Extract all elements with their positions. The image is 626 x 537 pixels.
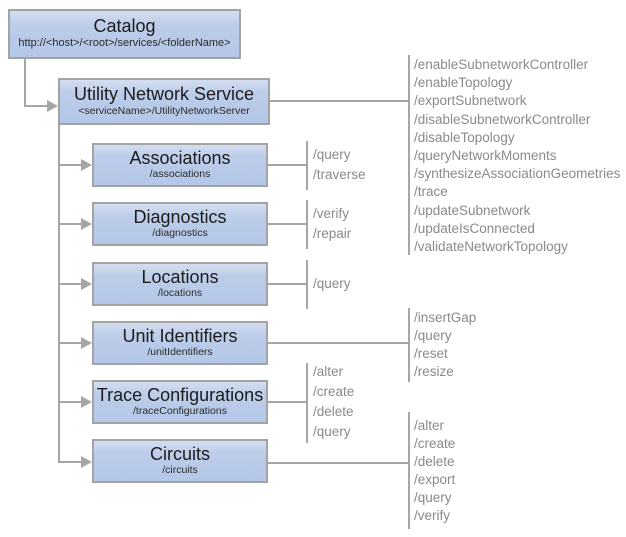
connector-diagnostics-ops: [268, 223, 307, 225]
operation-label: /delete: [313, 404, 354, 419]
diagnostics-ops-bar: [306, 200, 308, 249]
operation-label: /query: [414, 490, 452, 505]
utility-network-service-node: Utility Network Service <serviceName>/Ut…: [58, 78, 270, 125]
connector-catalog-drop: [24, 59, 26, 107]
operation-label: /alter: [414, 418, 445, 433]
operation-label: /enableTopology: [414, 75, 513, 91]
operation-label: /resize: [414, 364, 454, 379]
trace-configurations-operations-list: /alter/create/delete/query: [313, 362, 354, 442]
operation-label: /delete: [414, 454, 455, 469]
unit-identifiers-operations-list: /insertGap/query/reset/resize: [414, 309, 476, 381]
trace-configurations-ops-bar: [306, 363, 308, 443]
locations-node: Locations /locations: [92, 262, 268, 306]
operation-label: /disableSubnetworkController: [414, 111, 591, 127]
associations-node: Associations /associations: [92, 143, 268, 187]
arrowhead-icon: [81, 456, 92, 468]
connector-trunk: [58, 125, 60, 463]
operation-label: /trace: [414, 184, 448, 200]
operation-label: /validateNetworkTopology: [414, 239, 568, 255]
operation-label: /alter: [313, 364, 344, 379]
operation-label: /query: [414, 328, 452, 343]
arrowhead-icon: [81, 337, 92, 349]
operation-label: /export: [414, 472, 456, 487]
resource-path: /diagnostics: [152, 227, 208, 240]
arrowhead-icon: [81, 218, 92, 230]
operation-label: /traverse: [313, 167, 366, 182]
resource-title: Diagnostics: [133, 206, 227, 227]
connector-locations-ops: [268, 283, 307, 285]
resource-title: Circuits: [149, 443, 210, 464]
locations-operations-list: /query: [313, 274, 351, 294]
diagnostics-node: Diagnostics /diagnostics: [92, 202, 268, 246]
resource-title: Locations: [141, 266, 219, 287]
operation-label: /updateIsConnected: [414, 220, 535, 236]
operation-label: /verify: [414, 508, 451, 523]
resource-title: Unit Identifiers: [122, 325, 238, 346]
connector-circuits-ops: [268, 462, 409, 464]
operation-label: /repair: [313, 226, 352, 241]
service-ops-bar: [408, 55, 410, 255]
operation-label: /query: [313, 424, 351, 439]
connector-associations-ops: [268, 164, 307, 166]
operation-label: /query: [313, 147, 351, 162]
diagnostics-operations-list: /verify/repair: [313, 204, 351, 244]
catalog-url: http://<host>/<root>/services/<folderNam…: [18, 37, 231, 50]
circuits-node: Circuits /circuits: [92, 439, 268, 483]
service-path: <serviceName>/UtilityNetworkServer: [78, 104, 250, 117]
arrowhead-icon: [47, 100, 58, 112]
connector-trace-configurations-ops: [268, 401, 307, 403]
resource-path: /locations: [157, 287, 203, 300]
connector-branch-unit-identifiers: [58, 342, 83, 344]
catalog-title: Catalog: [93, 16, 156, 37]
arrowhead-icon: [81, 278, 92, 290]
operation-label: /exportSubnetwork: [414, 93, 527, 109]
connector-catalog-run: [24, 105, 49, 107]
locations-ops-bar: [306, 260, 308, 309]
resource-path: /traceConfigurations: [133, 405, 227, 418]
operation-label: /query: [313, 276, 351, 291]
connector-branch-locations: [58, 283, 83, 285]
associations-operations-list: /query/traverse: [313, 145, 366, 185]
associations-ops-bar: [306, 141, 308, 190]
resource-title: Associations: [129, 147, 231, 168]
operation-label: /insertGap: [414, 310, 477, 325]
arrowhead-icon: [81, 396, 92, 408]
unit-identifiers-node: Unit Identifiers /unitIdentifiers: [92, 321, 268, 365]
operation-label: /queryNetworkMoments: [414, 148, 557, 164]
resource-title: Trace Configurations: [96, 384, 264, 405]
arrowhead-icon: [81, 159, 92, 171]
connector-branch-circuits: [58, 461, 83, 463]
catalog-node: Catalog http://<host>/<root>/services/<f…: [8, 9, 241, 59]
connector-unit-identifiers-ops: [268, 342, 409, 344]
operation-label: /verify: [313, 206, 350, 221]
resource-path: /associations: [149, 168, 211, 181]
operation-label: /create: [313, 384, 355, 399]
operation-label: /synthesizeAssociationGeometries: [414, 166, 621, 182]
connector-service-ops: [270, 100, 409, 102]
resource-path: /unitIdentifiers: [147, 346, 213, 359]
operation-label: /updateSubnetwork: [414, 202, 531, 218]
connector-branch-diagnostics: [58, 223, 83, 225]
unit-identifiers-ops-bar: [408, 308, 410, 382]
operation-label: /enableSubnetworkController: [414, 57, 589, 72]
connector-branch-associations: [58, 164, 83, 166]
service-title: Utility Network Service: [73, 84, 255, 105]
connector-branch-trace-configurations: [58, 401, 83, 403]
resource-path: /circuits: [162, 464, 198, 477]
circuits-ops-bar: [408, 412, 410, 529]
trace-configurations-node: Trace Configurations /traceConfiguration…: [92, 380, 268, 424]
operation-label: /disableTopology: [414, 129, 515, 145]
circuits-operations-list: /alter/create/delete/export/query/verify: [414, 417, 455, 525]
operation-label: /create: [414, 436, 456, 451]
operation-label: /reset: [414, 346, 448, 361]
service-operations-list: /enableSubnetworkController/enableTopolo…: [414, 56, 620, 256]
